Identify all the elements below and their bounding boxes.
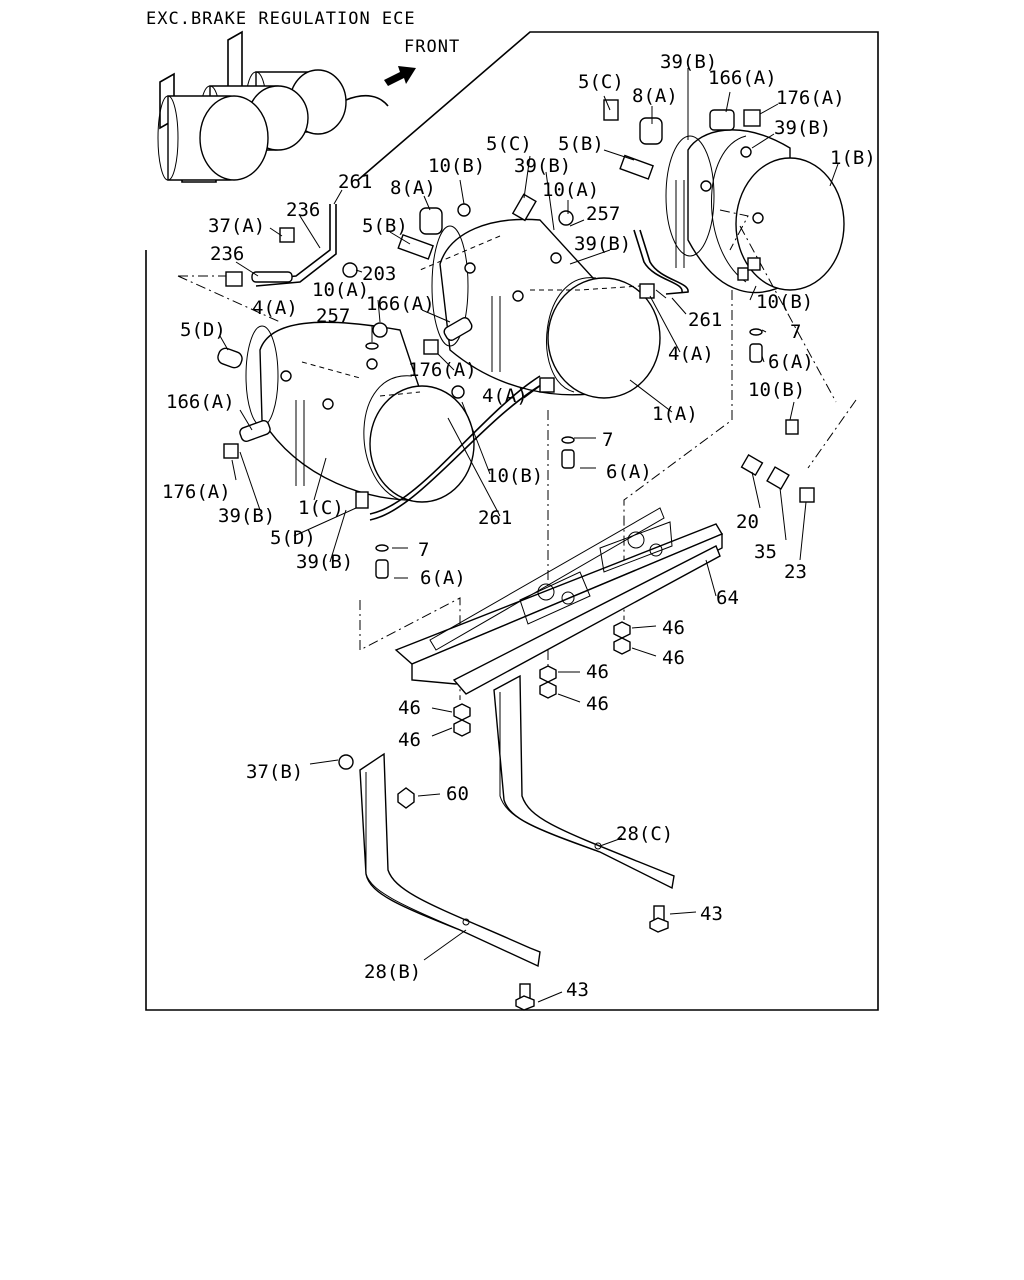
- callout-label: 39(B): [514, 155, 571, 177]
- callout-label: 28(C): [616, 823, 673, 845]
- callout-label: 10(B): [748, 379, 805, 401]
- overview-thumbnail: [157, 30, 389, 183]
- callout-label: 10(B): [428, 155, 485, 177]
- callout-label: 7: [790, 321, 801, 343]
- callout-label: 35: [754, 541, 777, 563]
- bracket-28b: [338, 752, 541, 968]
- callout-label: 203: [362, 263, 396, 285]
- callout-label: 5(C): [486, 133, 532, 155]
- front-label: FRONT: [404, 37, 460, 57]
- callout-label: 7: [602, 429, 613, 451]
- callout-label: 4(A): [482, 385, 528, 407]
- callout-label: 8(A): [632, 85, 678, 107]
- callout-label: 8(A): [390, 177, 436, 199]
- callout-label: 5(B): [362, 215, 408, 237]
- callout-label: 6(A): [606, 461, 652, 483]
- callout-label: 176(A): [162, 481, 231, 503]
- callout-label: 1(A): [652, 403, 698, 425]
- leader-lines: [219, 68, 839, 1003]
- callout-label: 39(B): [774, 117, 831, 139]
- callout-label: 60: [446, 783, 469, 805]
- callout-label: 176(A): [408, 359, 477, 381]
- callout-label: 6(A): [420, 567, 466, 589]
- bracket-28c: [493, 674, 675, 890]
- callout-label: 64: [716, 587, 739, 609]
- callout-label: 4(A): [668, 343, 714, 365]
- callout-label: 6(A): [768, 351, 814, 373]
- callout-label: 23: [784, 561, 807, 583]
- callout-label: 46: [662, 647, 685, 669]
- callout-label: 39(B): [218, 505, 275, 527]
- callout-label: 39(B): [574, 233, 631, 255]
- callout-label: 166(A): [166, 391, 235, 413]
- diagram-title: EXC.BRAKE REGULATION ECE: [146, 9, 416, 29]
- nuts-46: [453, 621, 631, 737]
- callout-label: 166(A): [366, 293, 435, 315]
- cross-member-64: [394, 507, 724, 695]
- callout-labels: 39(B) 5(C) 8(A) 166(A) 176(A) 39(B) 5(C)…: [162, 51, 876, 1001]
- callout-label: 28(B): [364, 961, 421, 983]
- callout-label: 46: [586, 693, 609, 715]
- callout-label: 46: [662, 617, 685, 639]
- callout-label: 7: [418, 539, 429, 561]
- air-tank-1b: [665, 129, 845, 294]
- diagram-frame: [145, 31, 879, 1011]
- callout-label: 261: [688, 309, 722, 331]
- fittings: [217, 99, 815, 579]
- callout-label: 5(D): [270, 527, 316, 549]
- callout-label: 257: [316, 305, 350, 327]
- callout-label: 261: [478, 507, 512, 529]
- callout-label: 166(A): [708, 67, 777, 89]
- callout-label: 5(B): [558, 133, 604, 155]
- air-tank-1c: [245, 321, 475, 503]
- air-tank-1a: [431, 218, 661, 399]
- callout-label: 10(A): [312, 279, 369, 301]
- callout-label: 10(B): [486, 465, 543, 487]
- callout-label: 37(A): [208, 215, 265, 237]
- callout-label: 4(A): [252, 297, 298, 319]
- callout-label: 43: [566, 979, 589, 1001]
- callout-label: 46: [398, 697, 421, 719]
- callout-label: 37(B): [246, 761, 303, 783]
- callout-label: 20: [736, 511, 759, 533]
- callout-label: 10(A): [542, 179, 599, 201]
- callout-label: 46: [398, 729, 421, 751]
- callout-label: 257: [586, 203, 620, 225]
- callout-label: 5(C): [578, 71, 624, 93]
- callout-label: 236: [286, 199, 320, 221]
- callout-label: 39(B): [660, 51, 717, 73]
- callout-label: 1(C): [298, 497, 344, 519]
- callout-label: 10(B): [756, 291, 813, 313]
- bolts-43: [515, 905, 669, 1011]
- callout-label: 39(B): [296, 551, 353, 573]
- callout-label: 1(B): [830, 147, 876, 169]
- callout-label: 236: [210, 243, 244, 265]
- front-arrow-icon: [384, 66, 416, 86]
- callout-label: 46: [586, 661, 609, 683]
- callout-label: 5(D): [180, 319, 226, 341]
- callout-label: 176(A): [776, 87, 845, 109]
- callout-label: 261: [338, 171, 372, 193]
- callout-label: 43: [700, 903, 723, 925]
